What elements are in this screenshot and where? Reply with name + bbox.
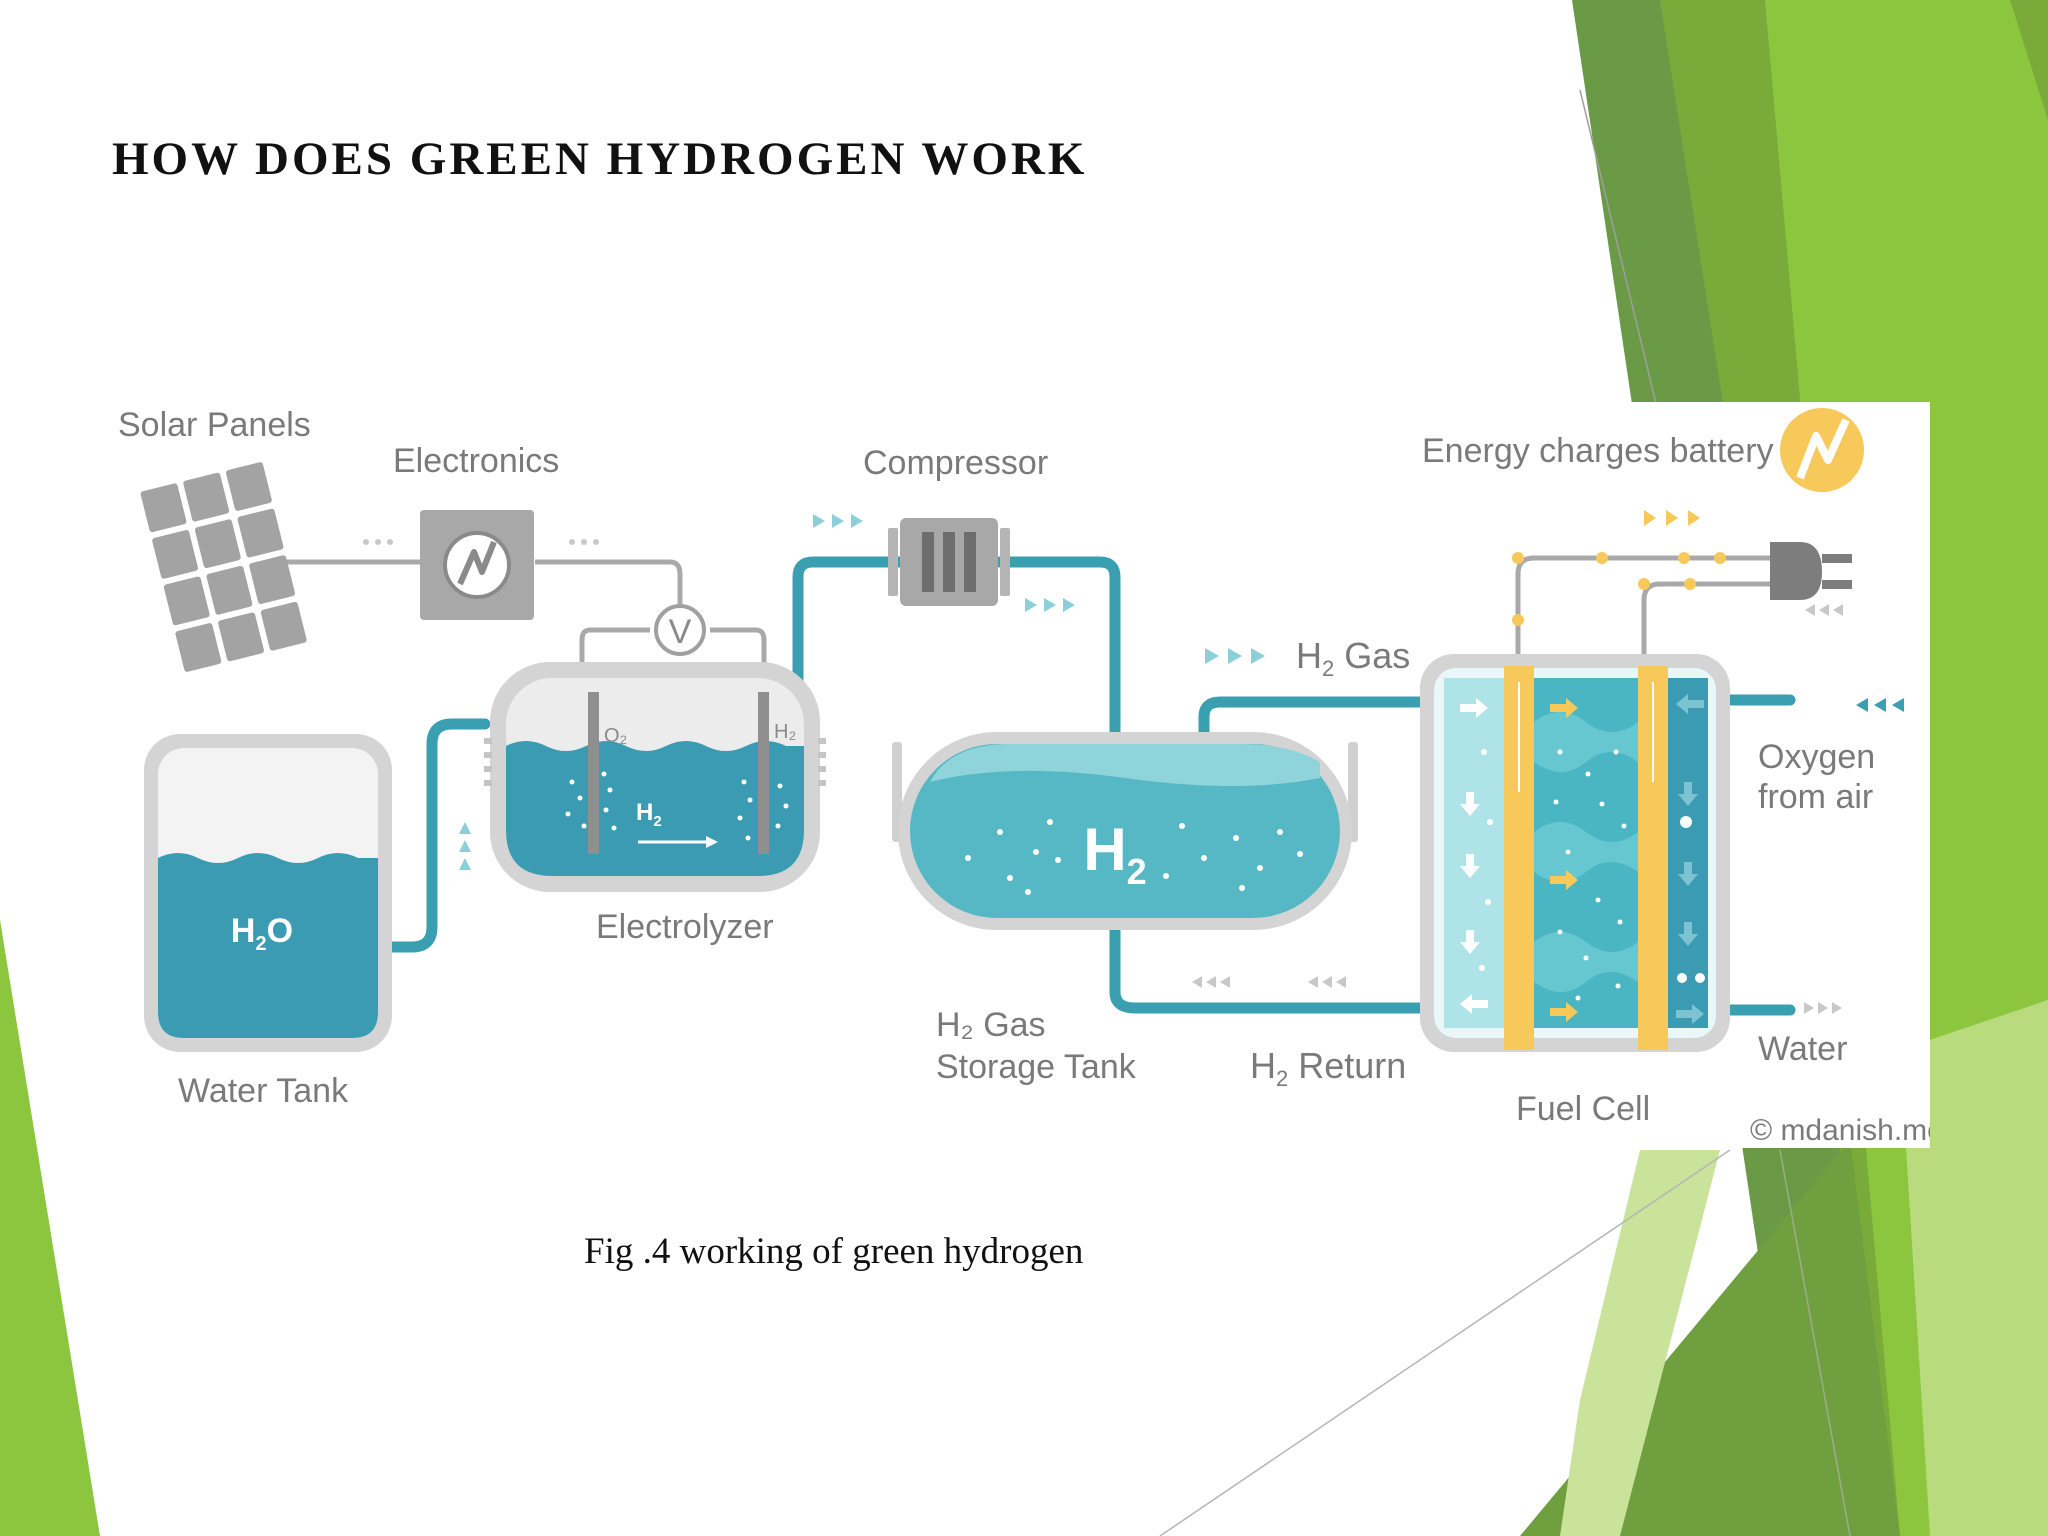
electrode-h2-label: H₂ xyxy=(774,721,796,743)
water-tank: H2O xyxy=(144,734,392,1052)
h2-return-sub: 2 xyxy=(1276,1066,1288,1091)
flow-arrows xyxy=(459,510,1904,1014)
diagram-canvas: V xyxy=(118,406,1930,1147)
h2-return-prefix: H xyxy=(1250,1045,1276,1086)
label-credit: © mdanish.me xyxy=(1750,1114,1930,1147)
pipe-electrolyzer-to-compressor xyxy=(792,556,906,708)
storage-formula-h: H xyxy=(1083,816,1126,883)
label-h2-gas: H2 Gas xyxy=(1296,635,1410,681)
water-tank-formula: H2O xyxy=(231,912,293,955)
tank-formula-o: O xyxy=(267,912,293,950)
decor-line-top xyxy=(1579,89,1661,421)
label-energy-charges-battery: Energy charges battery xyxy=(1422,432,1774,470)
label-storage-line1: H₂ Gas xyxy=(936,1006,1046,1044)
solar-panel-icon xyxy=(140,462,307,672)
figure-caption: Fig .4 working of green hydrogen xyxy=(584,1231,1084,1272)
label-fuel-cell: Fuel Cell xyxy=(1516,1090,1650,1128)
tank-formula-h: H xyxy=(231,912,256,950)
tank-formula-sub: 2 xyxy=(255,933,266,955)
slide-title: HOW DOES GREEN HYDROGEN WORK xyxy=(112,133,1088,185)
storage-formula-sub: 2 xyxy=(1127,851,1147,892)
pipe-compressor-to-storage xyxy=(994,556,1121,748)
label-oxygen-line2: from air xyxy=(1758,778,1873,816)
lightning-icon xyxy=(1780,408,1864,492)
label-water: Water xyxy=(1758,1030,1847,1068)
green-hydrogen-diagram: V xyxy=(110,402,1930,1148)
pipe-storage-to-fuelcell xyxy=(1198,696,1426,748)
label-compressor: Compressor xyxy=(863,444,1048,482)
label-oxygen-line1: Oxygen xyxy=(1758,738,1875,776)
label-storage-line2: Storage Tank xyxy=(936,1048,1137,1086)
decor-line-right xyxy=(1779,1149,1851,1536)
plug-icon xyxy=(1770,542,1852,600)
wires xyxy=(285,559,767,872)
pipes xyxy=(386,556,1796,1016)
h2-gas-prefix: H xyxy=(1296,635,1322,676)
pipe-return xyxy=(1109,916,1426,1014)
decor-shape-left-green xyxy=(0,920,100,1536)
electrolyzer: O₂ H₂ H2 xyxy=(484,662,826,892)
compressor-icon xyxy=(888,518,1010,606)
fuel-cell xyxy=(1420,654,1730,1052)
storage-formula: H2 xyxy=(1083,816,1146,892)
electrolyzer-h2-label: H2 xyxy=(636,799,662,830)
h2-gas-suffix: Gas xyxy=(1334,635,1410,676)
electrolyzer-h: H xyxy=(636,799,653,826)
electrode-o2-label: O₂ xyxy=(604,725,627,747)
label-electronics: Electronics xyxy=(393,442,559,480)
battery-wire-nodes xyxy=(1512,552,1726,626)
electrode-h2 xyxy=(758,692,769,854)
wire-dots-left xyxy=(363,539,599,545)
h2-gas-sub: 2 xyxy=(1322,656,1334,681)
label-h2-return: H2 Return xyxy=(1250,1045,1406,1091)
electronics-unit xyxy=(420,510,534,620)
label-solar-panels: Solar Panels xyxy=(118,406,311,444)
decor-shape-bottom-light xyxy=(1560,1150,1720,1536)
voltmeter-icon: V xyxy=(654,604,706,656)
decor-line-bottom xyxy=(1159,1149,1731,1536)
voltmeter-label: V xyxy=(669,613,692,651)
battery-wires xyxy=(1515,555,1770,660)
electrolyzer-sub: 2 xyxy=(653,813,661,830)
label-water-tank: Water Tank xyxy=(178,1072,349,1110)
decor-shape-light xyxy=(1900,1000,2048,1536)
label-electrolyzer: Electrolyzer xyxy=(596,908,774,946)
h2-return-suffix: Return xyxy=(1288,1045,1406,1086)
electrode-o2 xyxy=(588,692,599,854)
storage-tank: H2 xyxy=(892,732,1358,930)
pipe-tank-to-electrolyzer xyxy=(386,718,491,953)
